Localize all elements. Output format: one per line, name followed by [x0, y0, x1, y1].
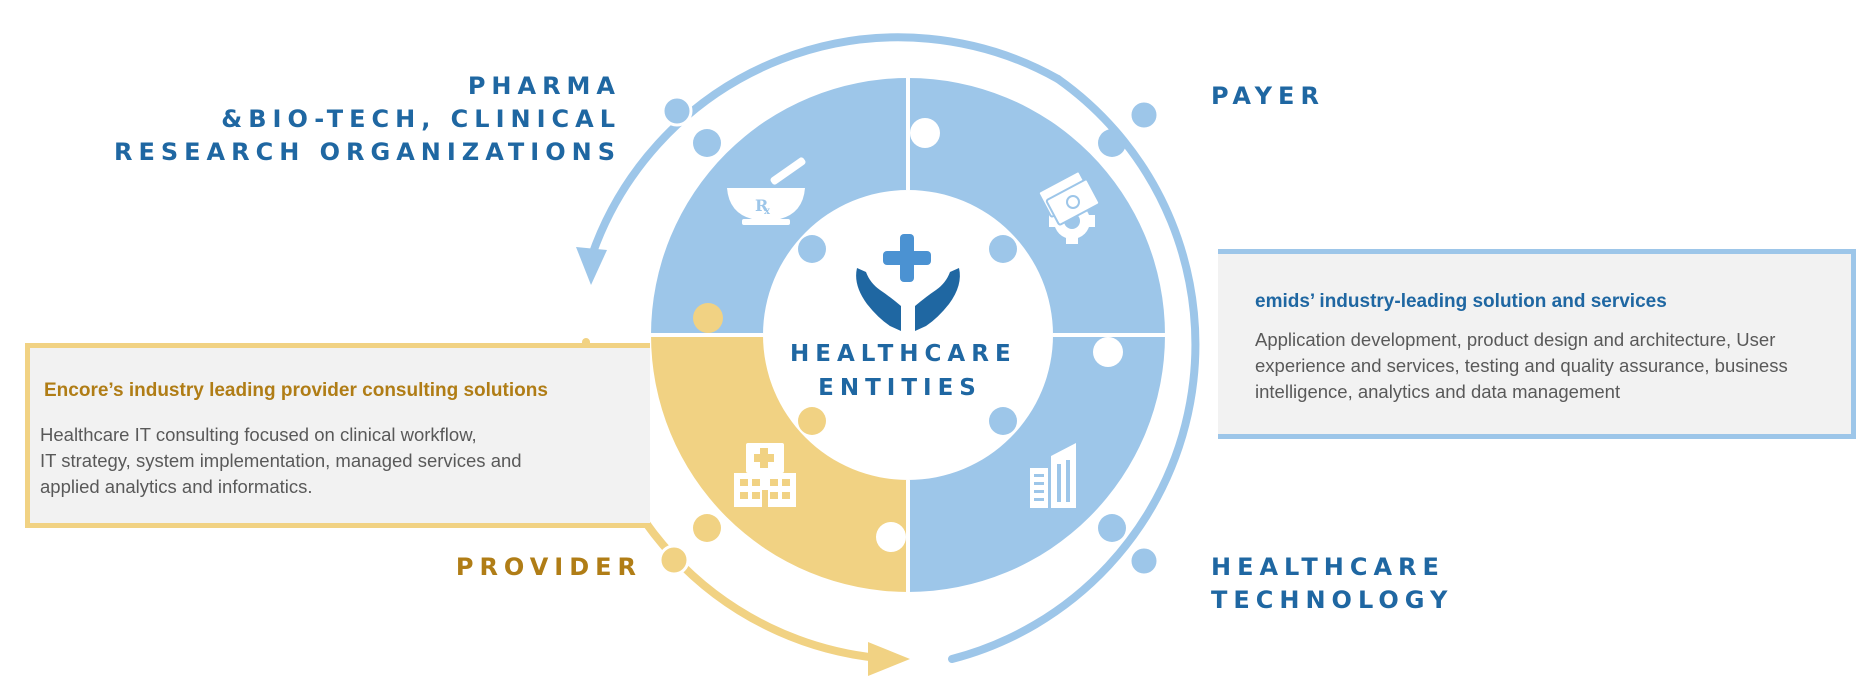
- provider-callout-body: Healthcare IT consulting focused on clin…: [40, 422, 650, 500]
- technology-label-line1: HEALTHCARE: [1211, 553, 1445, 581]
- svg-text:R: R: [755, 196, 769, 215]
- ring-dot-payer: [1128, 99, 1160, 131]
- puzzle-tab: [693, 303, 723, 333]
- ring-dot-technology: [1128, 545, 1160, 577]
- ring-dot-pharma: [661, 95, 693, 127]
- payer-label-line1: PAYER: [1211, 82, 1325, 110]
- center-title: HEALTHCARE ENTITIES: [790, 337, 1017, 405]
- pharma-label: PHARMA &BIO-TECH, CLINICAL RESEARCH ORGA…: [114, 70, 621, 169]
- emids-callout-line: Application development, product design …: [1255, 329, 1776, 350]
- pharma-label-line1: PHARMA: [467, 72, 621, 100]
- puzzle-tab: [989, 407, 1017, 435]
- puzzle-tab: [989, 235, 1017, 263]
- provider-label-line1: PROVIDER: [455, 553, 642, 581]
- office-building-icon: [1030, 443, 1076, 508]
- svg-text:x: x: [764, 206, 771, 217]
- provider-callout-box: Encore’s industry leading provider consu…: [25, 343, 650, 528]
- hospital-icon: [734, 443, 796, 507]
- pharma-label-line3: RESEARCH ORGANIZATIONS: [113, 138, 621, 166]
- technology-label-line2: TECHNOLOGY: [1211, 586, 1454, 614]
- cycle-arc-right: [948, 75, 1200, 663]
- pharma-label-line2: &BIO-TECH, CLINICAL: [221, 105, 621, 133]
- puzzle-piece-payer: [908, 78, 1165, 335]
- puzzle-notch: [876, 522, 906, 552]
- puzzle-tab: [693, 514, 721, 542]
- provider-callout-line: IT strategy, system implementation, mana…: [40, 450, 522, 471]
- money-gear-icon: [1037, 170, 1101, 244]
- technology-label: HEALTHCARE TECHNOLOGY: [1211, 551, 1453, 617]
- puzzle-ring: [649, 76, 1167, 594]
- arrow-head-left: [576, 247, 607, 285]
- ring-dot-provider: [658, 544, 690, 576]
- puzzle-tab: [693, 129, 721, 157]
- puzzle-notch: [910, 118, 940, 148]
- cycle-arc-top: [586, 33, 1062, 265]
- center-title-line2: ENTITIES: [818, 375, 982, 401]
- puzzle-tab: [1098, 129, 1126, 157]
- puzzle-tab: [1098, 514, 1126, 542]
- emids-callout-body: Application development, product design …: [1255, 327, 1851, 405]
- arrow-head-bottom: [868, 642, 910, 676]
- provider-label: PROVIDER: [456, 551, 642, 584]
- puzzle-notch: [1093, 337, 1123, 367]
- hands-cross-icon: [856, 234, 960, 331]
- payer-label: PAYER: [1211, 80, 1325, 113]
- provider-callout-line: applied analytics and informatics.: [40, 476, 313, 497]
- puzzle-tab: [798, 235, 826, 263]
- emids-callout-box: emids’ industry-leading solution and ser…: [1218, 249, 1856, 439]
- emids-callout-heading: emids’ industry-leading solution and ser…: [1255, 291, 1667, 312]
- provider-callout-line: Healthcare IT consulting focused on clin…: [40, 424, 477, 445]
- emids-callout-line: intelligence, analytics and data managem…: [1255, 381, 1621, 402]
- mortar-pestle-rx-icon: R x: [727, 157, 806, 225]
- provider-callout-heading: Encore’s industry leading provider consu…: [44, 380, 548, 401]
- emids-callout-line: experience and services, testing and qua…: [1255, 355, 1788, 376]
- center-title-line1: HEALTHCARE: [790, 341, 1017, 367]
- puzzle-piece-technology: [908, 335, 1165, 592]
- puzzle-tab: [798, 407, 826, 435]
